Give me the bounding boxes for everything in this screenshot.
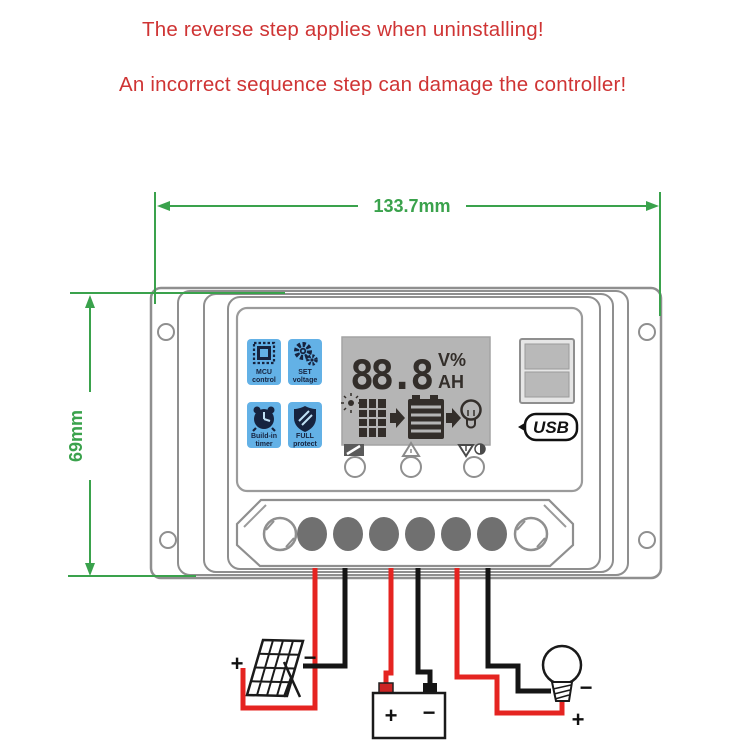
solar-minus-label: − — [304, 645, 317, 670]
arrowhead — [157, 201, 170, 211]
shield-icon — [294, 406, 316, 432]
usb-logo-text: USB — [533, 418, 569, 437]
badge-set-voltage: SET voltage — [288, 339, 322, 385]
solar-panel-button-icon — [344, 444, 364, 456]
battery-plus-label: + — [385, 703, 398, 728]
lcd-display: 88.8 V% AH — [341, 336, 491, 446]
bulb-icon — [460, 399, 482, 429]
load-negative-wire — [485, 568, 551, 694]
wiring — [240, 568, 565, 716]
terminal-port — [477, 517, 507, 551]
mounting-hole — [638, 323, 656, 341]
badge-label: SET — [298, 369, 312, 376]
solar-plus-label: + — [231, 651, 244, 676]
warning-line-1: The reverse step applies when uninstalli… — [142, 18, 544, 41]
badge-label: timer — [255, 441, 272, 448]
battery-positive-wire — [383, 568, 394, 686]
terminal-screw — [262, 516, 549, 552]
bulb-threads — [552, 684, 572, 700]
solar-panel-symbol: + − — [231, 640, 317, 697]
terminal-port — [333, 517, 363, 551]
badge-label: control — [252, 377, 276, 384]
mounting-hole — [638, 531, 656, 549]
battery-negative-wire — [415, 568, 433, 686]
usb-port — [524, 343, 570, 370]
battery-negative-terminal — [423, 683, 437, 694]
warning-line-2: An incorrect sequence step can damage th… — [119, 73, 627, 96]
load-contrast-button-icon — [457, 443, 486, 458]
lcd-unit-top: V% — [438, 350, 466, 370]
badge-label: MCU — [256, 369, 272, 376]
alarm-clock-icon — [252, 406, 276, 432]
terminal-ports — [297, 517, 507, 551]
feature-badges: MCU control SET voltage — [247, 339, 322, 448]
badge-full-protect: FULL protect — [288, 402, 322, 448]
load-plus-label: + — [572, 707, 585, 732]
mounting-hole — [157, 323, 175, 341]
usb-ports — [519, 338, 575, 404]
terminal-port — [405, 517, 435, 551]
gears-icon — [294, 342, 318, 366]
lcd-reading: 88.8 — [350, 353, 432, 399]
terminal-port — [297, 517, 327, 551]
battery-minus-label: − — [423, 700, 436, 725]
mounting-hole — [159, 531, 177, 549]
lcd-unit-bottom: AH — [438, 372, 464, 392]
battery-icon — [408, 395, 444, 439]
badge-label: FULL — [296, 433, 315, 440]
up-button — [400, 456, 422, 478]
arrow-right-icon — [446, 408, 461, 428]
width-label: 133.7mm — [373, 196, 450, 216]
usb-logo: USB — [518, 412, 579, 442]
load-positive-wire — [454, 568, 565, 716]
arrowhead — [85, 295, 95, 308]
solar-negative-wire — [303, 568, 348, 669]
usb-port — [524, 371, 570, 398]
arrowhead — [85, 563, 95, 576]
terminal-block — [235, 498, 575, 568]
down-button — [463, 456, 485, 478]
badge-mcu-control: MCU control — [247, 339, 281, 385]
badge-build-in-timer: Build-in timer — [247, 402, 281, 448]
badge-label: Build-in — [251, 433, 277, 440]
mcu-chip-icon — [252, 341, 276, 365]
panel-kickstand — [282, 661, 302, 698]
solar-panel-icon — [359, 399, 386, 437]
arrow-right-icon — [390, 408, 405, 428]
battery-symbol: + − — [371, 682, 447, 740]
solar-positive-wire — [240, 568, 318, 711]
load-minus-label: − — [580, 675, 593, 700]
terminal-port — [441, 517, 471, 551]
button-row — [344, 441, 486, 478]
height-dimension: 69mm — [66, 292, 285, 577]
menu-button — [344, 456, 366, 478]
bevel-lines — [243, 504, 567, 528]
arrowhead — [646, 201, 659, 211]
width-dimension: 133.7mm — [154, 192, 661, 316]
bulb-symbol: − + — [541, 644, 593, 732]
terminal-port — [369, 517, 399, 551]
height-label: 69mm — [66, 410, 86, 462]
badge-label: protect — [293, 441, 317, 448]
badge-label: voltage — [293, 377, 318, 384]
